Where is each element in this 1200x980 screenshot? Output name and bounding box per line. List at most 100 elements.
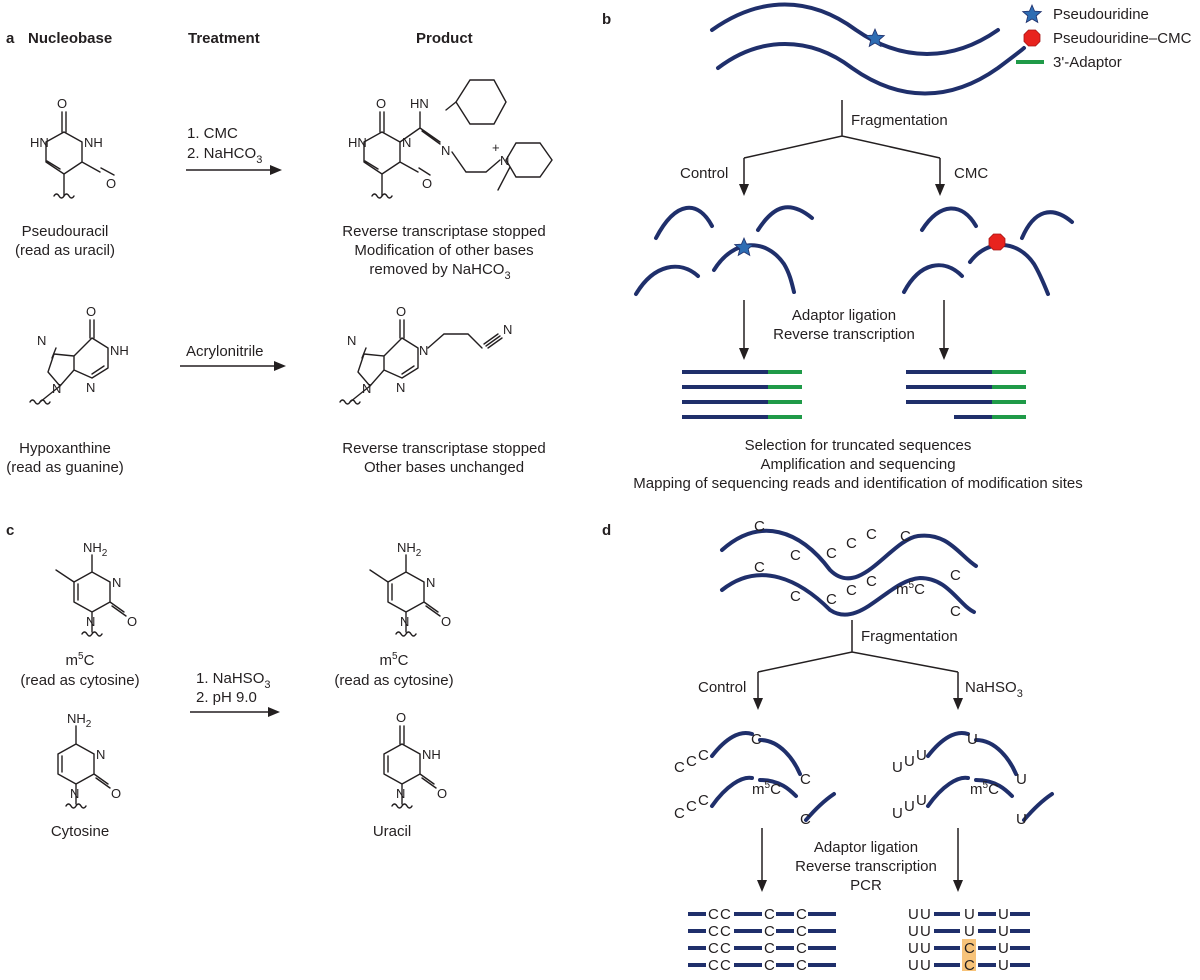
u-label: U — [916, 747, 927, 764]
cmc-product-structure: HN N N + O HN N O — [348, 79, 553, 199]
atom-nh2: NH2 — [67, 711, 92, 730]
hypoxanthine-read-as: (read as guanine) — [6, 459, 124, 476]
c-label: C — [800, 771, 811, 788]
atom-o: O — [396, 710, 406, 725]
pcr-step-3: PCR — [850, 877, 882, 894]
c-label: C — [796, 906, 807, 923]
m5c-read-as: (read as cytosine) — [20, 672, 139, 689]
hypoxanthine-label: Hypoxanthine — [19, 440, 111, 457]
u-label: U — [967, 731, 978, 748]
c-label: C — [708, 923, 719, 940]
c-label: C — [950, 567, 961, 584]
acrylonitrile-result-line-2: Other bases unchanged — [364, 459, 524, 476]
summary-line-1: Selection for truncated sequences — [745, 437, 972, 454]
c-label: C — [796, 923, 807, 940]
atom-n: N — [402, 135, 411, 150]
rna-strand — [720, 528, 978, 581]
arrowhead — [757, 880, 767, 892]
atom-nh: NH — [110, 343, 129, 358]
c-label: C — [708, 957, 719, 974]
c-label: C — [826, 591, 837, 608]
fragmentation-label: Fragmentation — [851, 112, 948, 129]
cmc-label: CMC — [954, 165, 988, 182]
control-reads — [682, 370, 802, 419]
product-m5c-label: m5C — [380, 651, 409, 669]
c-label: C — [720, 923, 731, 940]
bisulfite-reaction-arrow — [190, 707, 280, 717]
uracil-structure: O NH O N — [383, 710, 447, 809]
c-label: C — [790, 547, 801, 564]
c-label: C — [790, 588, 801, 605]
product-m5c-read-as: (read as cytosine) — [334, 672, 453, 689]
u-label: U — [998, 906, 1009, 923]
pseudouridine-star-icon — [864, 27, 886, 48]
control-fragments — [710, 731, 836, 822]
atom-n: N — [396, 786, 405, 801]
bisulfite-step-1: 1. NaHSO3 — [196, 670, 270, 691]
panel-a: a Nucleobase Treatment Product O HN NH O… — [6, 30, 553, 476]
pseudouracil-read-as: (read as uracil) — [15, 242, 115, 259]
u-label: U — [920, 957, 931, 974]
atom-n: N — [112, 575, 121, 590]
product-m5c-structure: NH2 N O N — [369, 540, 451, 637]
acrylonitrile-label: Acrylonitrile — [186, 343, 264, 360]
u-label: U — [904, 753, 915, 770]
cmc-result-line-1: Reverse transcriptase stopped — [342, 223, 545, 240]
atom-n: N — [70, 786, 79, 801]
atom-hn: HN — [410, 96, 429, 111]
panel-b: b Pseudouridine Pseudouridine–CMC 3'-Ada… — [602, 2, 1192, 492]
atom-o: O — [376, 96, 386, 111]
bisulfite-label: NaHSO3 — [965, 679, 1023, 700]
rna-strand — [716, 42, 1026, 96]
uracil-label: Uracil — [373, 823, 411, 840]
c-label: C — [720, 940, 731, 957]
atom-n: N — [37, 333, 46, 348]
m5c-label: m5C — [66, 651, 95, 669]
c-label: C — [764, 957, 775, 974]
panel-c: c NH2 N O N m5C (read as cytosine) NH2 N… — [6, 522, 454, 840]
atom-o: O — [57, 96, 67, 111]
hypoxanthine-structure: O NH N N N — [29, 304, 129, 405]
atom-n: N — [362, 381, 371, 396]
atom-n: N — [426, 575, 435, 590]
m5c-label: m5C — [970, 780, 999, 798]
atom-n: N — [86, 614, 95, 629]
header-product: Product — [416, 30, 473, 47]
control-fragments — [634, 205, 814, 296]
u-label: U — [998, 957, 1009, 974]
c-label: C — [846, 582, 857, 599]
atom-o: O — [106, 176, 116, 191]
atom-n: N — [52, 381, 61, 396]
pseudouracil-structure: O HN NH O — [30, 96, 116, 199]
atom-nh: NH — [84, 135, 103, 150]
legend-adaptor: 3'-Adaptor — [1053, 54, 1122, 71]
bisulfite-step-2: 2. pH 9.0 — [196, 689, 257, 706]
c-label: C — [754, 559, 765, 576]
c-label: C — [950, 603, 961, 620]
cmc-result-line-3: removed by NaHCO3 — [369, 261, 510, 282]
c-label: C — [866, 573, 877, 590]
fragmentation-label: Fragmentation — [861, 628, 958, 645]
atom-n: N — [503, 322, 512, 337]
m5c-retained-highlight — [962, 939, 976, 971]
u-label: U — [908, 923, 919, 940]
atom-nh2: NH2 — [397, 540, 422, 559]
c-label: C — [796, 940, 807, 957]
c-label: C — [674, 805, 685, 822]
panel-c-letter: c — [6, 522, 14, 539]
c-label: C — [866, 526, 877, 543]
panel-b-letter: b — [602, 11, 611, 28]
cytosine-label: Cytosine — [51, 823, 109, 840]
c-label: C — [708, 940, 719, 957]
atom-plus: + — [492, 140, 500, 155]
cmc-reads — [906, 370, 1026, 419]
m5c-structure: NH2 N O N — [55, 540, 137, 637]
arrowhead — [953, 880, 963, 892]
pseudouracil-label: Pseudouracil — [22, 223, 109, 240]
cmc-step-1: 1. CMC — [187, 125, 238, 142]
panel-a-letter: a — [6, 30, 15, 47]
c-label: C — [698, 747, 709, 764]
c-label: C — [764, 906, 775, 923]
ligation-step-2: Reverse transcription — [773, 326, 915, 343]
rna-strand — [720, 573, 976, 617]
